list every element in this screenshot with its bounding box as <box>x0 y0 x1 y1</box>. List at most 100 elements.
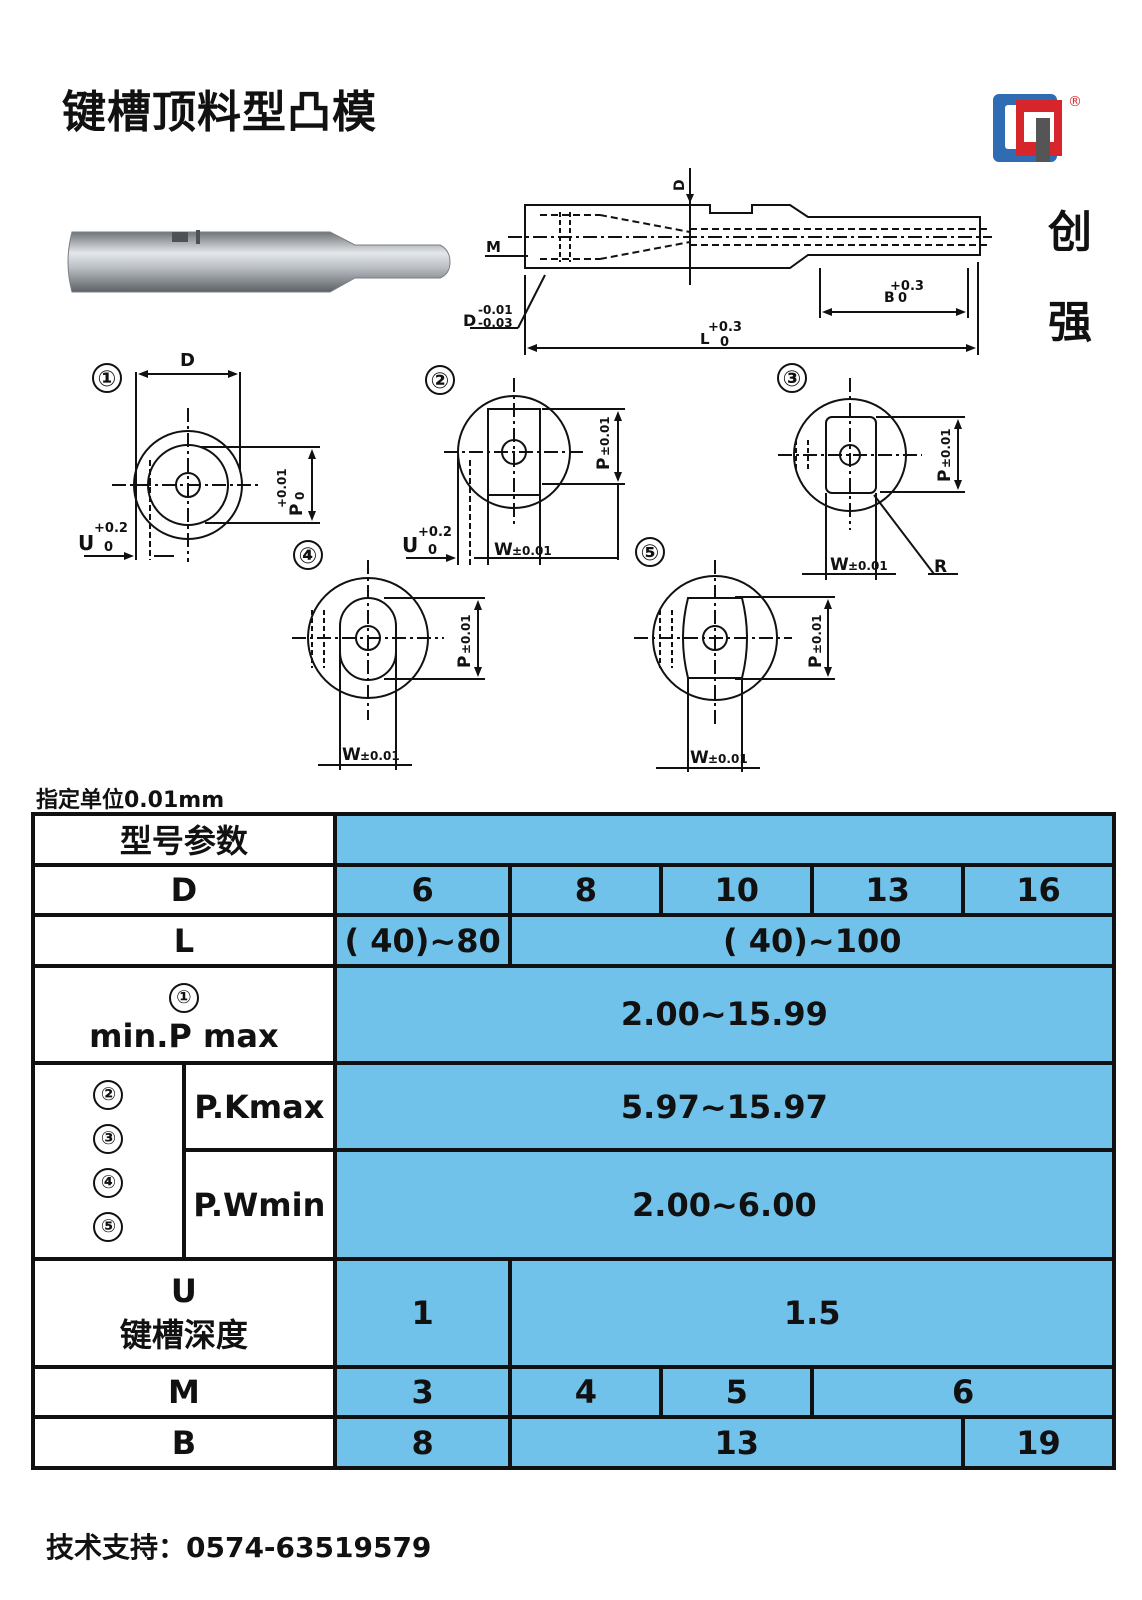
section-view-5 <box>634 560 835 772</box>
fig3-r-label: R <box>934 557 947 577</box>
b-tol-top: +0.3 <box>890 279 924 294</box>
side-m-label: M <box>486 238 501 256</box>
spec-table: 型号参数 D 6 8 10 13 16 L ( 40)~80 ( 40)~100… <box>31 812 1117 1470</box>
brand-char-1: 创 <box>1048 207 1092 258</box>
fig2-w-tol: ±0.01 <box>512 544 552 558</box>
d-value: 13 <box>810 862 966 918</box>
b-tol-bottom: 0 <box>898 291 907 306</box>
brand-char-2: 强 <box>1048 297 1092 348</box>
u-value: 1.5 <box>508 1257 1116 1369</box>
m-value: 3 <box>332 1364 513 1420</box>
fig2-p-tol: ±0.01 <box>598 416 612 456</box>
p1-value: 2.00~15.99 <box>332 963 1117 1066</box>
m-value: 6 <box>810 1364 1116 1420</box>
footer-support: 技术支持：0574-63519579 <box>46 1531 432 1564</box>
fig5-w-label: W <box>690 748 709 768</box>
group-circle-4: ④ <box>93 1168 124 1199</box>
fig2-w-label: W <box>494 540 513 560</box>
fig-number-2: ② <box>431 369 450 394</box>
d-tol-bottom: -0.03 <box>478 316 513 330</box>
pk-label: P.Kmax <box>181 1061 337 1153</box>
d-label: D <box>31 862 337 918</box>
table-row: U 键槽深度 1 1.5 <box>31 1257 1116 1369</box>
section-view-1 <box>84 370 320 562</box>
page-title: 键槽顶料型凸模 <box>62 87 377 138</box>
m-value: 4 <box>508 1364 664 1420</box>
fig1-p-label: P <box>287 504 307 516</box>
d-value: 10 <box>659 862 815 918</box>
fig4-p-tol: ±0.01 <box>459 614 473 654</box>
b-label: B <box>31 1415 337 1470</box>
b-value: 8 <box>332 1415 513 1470</box>
p1-label-text: min.P max <box>89 1017 279 1056</box>
group-circle-3: ③ <box>93 1124 124 1155</box>
l-label: L <box>31 913 337 968</box>
m-label: M <box>31 1364 337 1420</box>
fig3-p-label: P <box>935 470 955 482</box>
fig-number-4: ④ <box>299 544 318 569</box>
pk-value: 5.97~15.97 <box>332 1061 1117 1153</box>
fig5-p-tol: ±0.01 <box>810 614 824 654</box>
table-row: ① min.P max 2.00~15.99 <box>31 963 1117 1066</box>
fig-number-1: ① <box>98 367 117 392</box>
l-tol-top: +0.3 <box>708 320 742 335</box>
l-tol-bottom: 0 <box>720 335 729 350</box>
company-logo-icon: ® <box>993 94 1082 162</box>
side-d-label-2: D <box>463 311 476 330</box>
b-label: B <box>884 290 895 306</box>
fig3-w-label: W <box>830 555 849 575</box>
fig2-u-label: U <box>402 533 418 557</box>
d-value: 16 <box>961 862 1116 918</box>
table-row: B 8 13 19 <box>31 1415 1116 1470</box>
d-value: 6 <box>332 862 513 918</box>
fig2-u-tol-top: +0.2 <box>418 525 452 540</box>
fig1-u-tol-bottom: 0 <box>104 540 113 555</box>
p1-circle: ① <box>168 983 199 1014</box>
u-value: 1 <box>332 1257 513 1369</box>
pw-label: P.Wmin <box>181 1148 337 1262</box>
section-view-4 <box>292 560 485 770</box>
side-d-label: D <box>672 179 688 191</box>
registered-mark: ® <box>1068 94 1082 110</box>
fig3-w-tol: ±0.01 <box>848 559 888 573</box>
m-value: 5 <box>659 1364 815 1420</box>
l-label: L <box>700 330 710 348</box>
unit-note: 指定单位0.01mm <box>36 788 225 813</box>
fig5-w-tol: ±0.01 <box>708 752 748 766</box>
fig-number-3: ③ <box>783 367 802 392</box>
fig2-u-tol-bottom: 0 <box>428 543 437 558</box>
header-label: 型号参数 <box>31 812 337 867</box>
table-row: L ( 40)~80 ( 40)~100 <box>31 913 1116 968</box>
table-row: ② ③ ④ ⑤ P.Kmax 5.97~15.97 <box>31 1061 1117 1262</box>
fig4-w-label: W <box>342 745 361 765</box>
d-tol-top: -0.01 <box>478 303 513 317</box>
group-circle-2: ② <box>93 1080 124 1111</box>
fig1-u-tol-top: +0.2 <box>94 521 128 536</box>
fig1-p-tol-top: +0.01 <box>275 468 289 508</box>
fig3-p-tol: ±0.01 <box>939 428 953 468</box>
section-view-3 <box>778 378 965 580</box>
table-row: D 6 8 10 13 16 <box>31 862 1116 918</box>
fig1-p-tol-bottom: 0 <box>293 492 307 500</box>
punch-photo <box>67 230 451 293</box>
fig2-p-label: P <box>594 458 614 470</box>
l-value: ( 40)~100 <box>508 913 1116 968</box>
b-value: 19 <box>961 1415 1116 1470</box>
l-value: ( 40)~80 <box>332 913 513 968</box>
p1-label: ① min.P max <box>31 963 337 1066</box>
technical-drawing: ① ② ③ ④ ⑤ D M D -0.01 -0.03 B +0.3 0 L +… <box>67 168 992 772</box>
side-view <box>470 168 992 355</box>
table-row: 型号参数 <box>31 812 1117 867</box>
group-circle-5: ⑤ <box>93 1212 124 1243</box>
table-row: P.Wmin 2.00~6.00 <box>33 1148 1117 1262</box>
pw-value: 2.00~6.00 <box>332 1148 1117 1262</box>
fig4-p-label: P <box>455 656 475 668</box>
u-label: U 键槽深度 <box>31 1257 337 1369</box>
fig-number-5: ⑤ <box>641 541 660 566</box>
fig5-p-label: P <box>806 656 826 668</box>
section-view-2 <box>406 378 625 565</box>
u-label-2: 键槽深度 <box>119 1316 248 1355</box>
u-label-1: U <box>170 1272 197 1311</box>
table-row: M 3 4 5 6 <box>31 1364 1116 1420</box>
fig1-u-label: U <box>78 531 94 555</box>
